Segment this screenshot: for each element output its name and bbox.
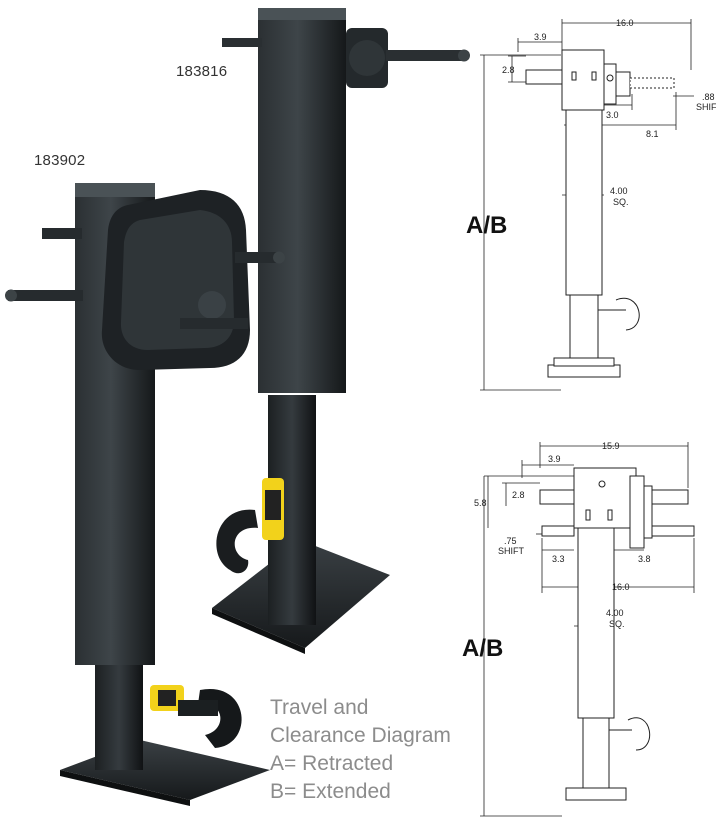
dim-tube-unit: SQ. — [609, 619, 625, 629]
dim-shift-label: SHIFT — [696, 102, 716, 112]
dim-tube-size: 4.00 — [610, 186, 628, 196]
jack-photo — [5, 8, 470, 806]
dim-right-offset: 3.8 — [638, 554, 651, 564]
dim-shift-value: .75 — [504, 536, 517, 546]
dim-bottom-width: 16.0 — [612, 582, 630, 592]
jack-183816 — [212, 8, 470, 654]
dim-tube-size: 4.00 — [606, 608, 624, 618]
dim-shift-value: .88 — [702, 92, 715, 102]
clearance-diagram-bottom: A/B 15.9 3.9 5.8 2.8 .75 SHIFT 3.3 3.8 1… — [462, 441, 695, 817]
right-shaft — [386, 50, 466, 61]
dim-total-height: 5.8 — [474, 498, 487, 508]
hook-handle — [198, 688, 242, 748]
jack-183902 — [5, 183, 285, 806]
lower-right-shaft — [180, 318, 248, 329]
legend-line-4: B= Extended — [270, 780, 391, 803]
dim-top-offset: 3.9 — [548, 454, 561, 464]
model-number-183816: 183816 — [176, 63, 228, 80]
dim-handle-height: 2.8 — [502, 65, 515, 75]
dim-left-offset: 3.3 — [552, 554, 565, 564]
lower-left-shaft — [8, 290, 83, 301]
foot-plate — [60, 740, 270, 800]
dim-total-width: 16.0 — [616, 18, 634, 28]
dim-handle-height: 2.8 — [512, 490, 525, 500]
legend-line-2: Clearance Diagram — [270, 724, 451, 747]
dim-crank-reach: 8.1 — [646, 129, 659, 139]
legend-line-3: A= Retracted — [270, 752, 394, 775]
dim-gearbox-offset: 3.0 — [606, 110, 619, 120]
ab-label-bottom: A/B — [462, 635, 503, 662]
dim-top-offset: 3.9 — [534, 32, 547, 42]
dim-top-width: 15.9 — [602, 441, 620, 451]
diagram-legend: Travel and Clearance Diagram A= Retracte… — [270, 694, 451, 806]
legend-line-1: Travel and — [270, 696, 369, 719]
model-number-183902: 183902 — [34, 152, 86, 169]
clearance-diagram-top: A/B 16.0 3.9 2.8 .88 SHIFT 3.0 8.1 4.00 … — [466, 18, 716, 391]
hook-handle — [216, 509, 258, 574]
dim-shift-label: SHIFT — [498, 546, 525, 556]
outer-tube — [258, 8, 346, 393]
left-shaft — [222, 38, 262, 47]
upper-left-shaft — [42, 228, 82, 239]
dim-tube-unit: SQ. — [613, 197, 629, 207]
upper-right-shaft — [235, 252, 280, 263]
ab-label-top: A/B — [466, 212, 507, 239]
